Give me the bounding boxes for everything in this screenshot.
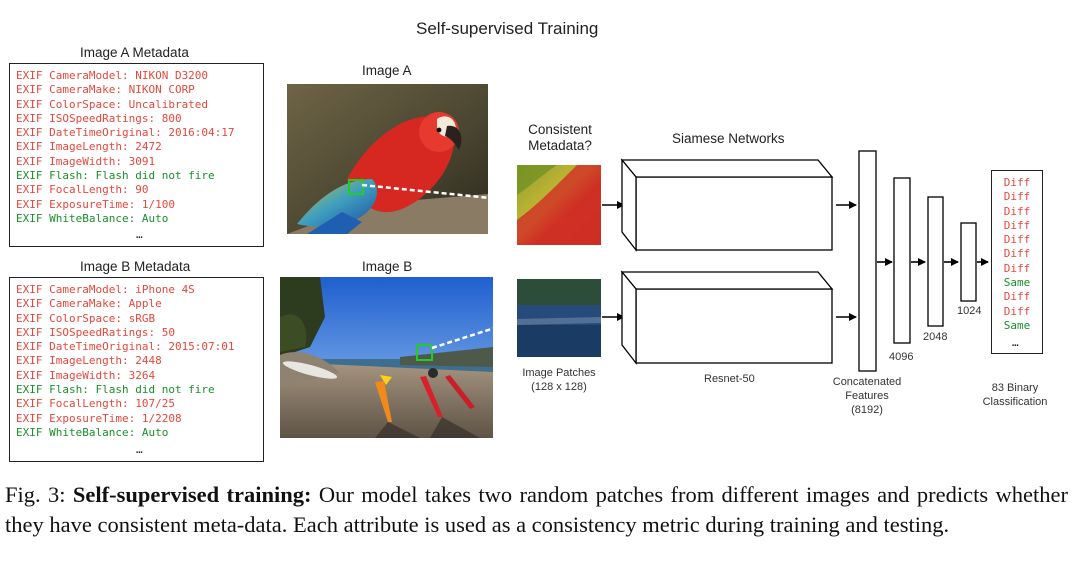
metadata-line: EXIF WhiteBalance: Auto: [16, 211, 169, 225]
consistent-label-line1: Consistent: [528, 122, 592, 137]
metadata-line: EXIF CameraModel: iPhone 4S: [16, 283, 195, 296]
classification-output-item: Diff: [1003, 218, 1031, 232]
metadata-line: EXIF FocalLength: 90: [16, 183, 149, 197]
image-a-photo: [287, 84, 488, 234]
concat-line3: (8192): [851, 404, 883, 416]
resnet-label: Resnet-50: [704, 373, 755, 385]
metadata-line: EXIF ImageWidth: 3091: [16, 154, 156, 168]
metadata-line: EXIF CameraMake: Apple: [16, 297, 162, 311]
classification-output-item: Diff: [1003, 261, 1031, 275]
metadata-line: EXIF DateTimeOriginal: 2015:07:01: [16, 340, 235, 354]
image-a-metadata-ellipsis: …: [136, 228, 143, 241]
siamese-networks-label: Siamese Networks: [672, 131, 785, 146]
fc-2048-layer: [927, 196, 944, 327]
patches-label-line1: Image Patches: [522, 367, 596, 379]
metadata-line: EXIF Flash: Flash did not fire: [16, 169, 215, 183]
metadata-line: EXIF FocalLength: 107/25: [16, 397, 175, 411]
classification-output-item: Diff: [1003, 290, 1031, 304]
metadata-line: EXIF Flash: Flash did not fire: [16, 383, 215, 397]
metadata-line: EXIF ExposureTime: 1/2208: [16, 411, 182, 425]
classification-ellipsis: …: [1012, 336, 1019, 349]
fc-4096-layer: [893, 177, 911, 344]
concatenated-features-label: Concatenated Features (8192): [827, 375, 907, 417]
concat-line2: Features: [845, 390, 889, 402]
layer-2048-label: 2048: [923, 331, 948, 343]
concat-line1: Concatenated: [832, 376, 902, 388]
patch-a-zoom: [517, 165, 601, 245]
siamese-network-a: [620, 158, 834, 252]
siamese-network-b: [620, 270, 834, 365]
consistent-metadata-label: Consistent Metadata?: [525, 122, 595, 154]
image-a-label: Image A: [362, 63, 412, 78]
metadata-line: EXIF CameraModel: NIKON D3200: [16, 69, 209, 82]
metadata-line: EXIF ExposureTime: 1/100: [16, 197, 175, 211]
metadata-line: EXIF ImageLength: 2472: [16, 140, 162, 154]
connector-a: [361, 183, 511, 202]
binary-classification-label: 83 Binary Classification: [975, 381, 1055, 409]
patches-label-line2: (128 x 128): [531, 381, 587, 393]
connector-b: [431, 321, 511, 350]
classification-output-item: Diff: [1003, 247, 1031, 261]
metadata-line: EXIF ISOSpeedRatings: 50: [16, 325, 175, 339]
image-a-patch-box: [348, 179, 364, 195]
image-a-metadata-header: Image A Metadata: [80, 45, 189, 60]
figure-title: Self-supervised Training: [416, 19, 599, 38]
classification-output-item: Diff: [1003, 176, 1031, 189]
image-b-patch-box: [416, 344, 433, 361]
caption-bold: Self-supervised training:: [72, 482, 312, 507]
classification-output-item: Diff: [1003, 304, 1031, 318]
metadata-line: EXIF ImageWidth: 3264: [16, 368, 156, 382]
classification-output-item: Same: [1003, 276, 1031, 290]
metadata-line: EXIF DateTimeOriginal: 2016:04:17: [16, 126, 235, 140]
classification-output-item: Diff: [1003, 233, 1031, 247]
metadata-line: EXIF ColorSpace: sRGB: [16, 311, 156, 325]
layer-4096-label: 4096: [889, 351, 914, 363]
metadata-line: EXIF ImageLength: 2448: [16, 354, 162, 368]
metadata-line: EXIF WhiteBalance: Auto: [16, 425, 169, 439]
figure-caption: Fig. 3: Self-supervised training: Our mo…: [5, 480, 1068, 540]
binary-line2: Classification: [982, 396, 1048, 408]
image-patches-label: Image Patches (128 x 128): [512, 366, 606, 394]
image-b-metadata-ellipsis: …: [136, 443, 143, 456]
caption-prefix: Fig. 3:: [5, 482, 73, 507]
metadata-line: EXIF ISOSpeedRatings: 800: [16, 111, 182, 125]
metadata-line: EXIF CameraMake: NIKON CORP: [16, 83, 195, 97]
layer-1024-label: 1024: [957, 305, 982, 317]
network-diagram: [361, 150, 989, 372]
classification-output-item: Diff: [1003, 190, 1031, 204]
binary-line1: 83 Binary: [991, 382, 1039, 394]
metadata-line: EXIF ColorSpace: Uncalibrated: [16, 97, 209, 111]
image-b-label: Image B: [362, 259, 413, 274]
classification-output-item: Same: [1003, 318, 1031, 332]
fc-1024-layer: [960, 222, 977, 302]
consistent-label-line2: Metadata?: [528, 138, 592, 153]
image-b-photo: [280, 277, 493, 438]
image-b-metadata-header: Image B Metadata: [80, 259, 191, 274]
patch-b-zoom: [517, 279, 601, 357]
caption-rest: Our model takes two random patches from …: [5, 482, 1068, 537]
classification-output-item: Diff: [1003, 204, 1031, 218]
concat-layer: [858, 150, 877, 372]
